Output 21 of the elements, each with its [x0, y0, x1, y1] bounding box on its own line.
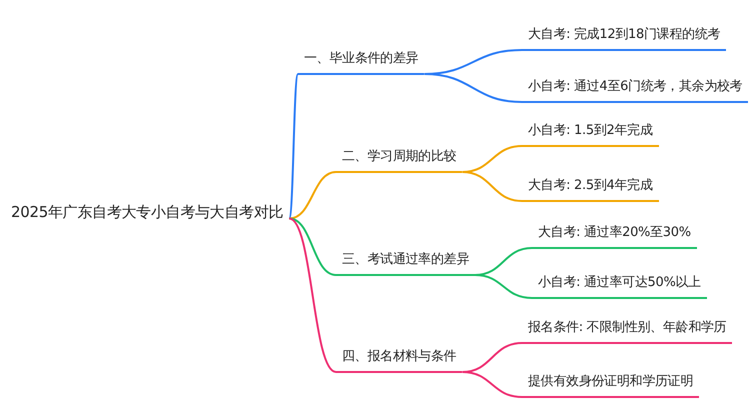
branch-line	[462, 371, 522, 398]
topic-label: 一、毕业条件的差异	[298, 46, 424, 75]
branch-line	[288, 218, 336, 373]
branch-line	[289, 171, 336, 220]
root-topic-label: 2025年广东自考大专小自考与大自考对比	[5, 199, 290, 226]
branch-line	[424, 73, 522, 103]
topic-label: 大自考: 通过率20%至30%	[532, 220, 697, 249]
topic-label: 四、报名材料与条件	[336, 344, 462, 373]
topic-label: 二、学习周期的比较	[336, 144, 462, 173]
topic-label: 小自考: 1.5到2年完成	[522, 118, 659, 147]
branch-line	[288, 218, 336, 276]
topic-label: 提供有效身份证明和学历证明	[522, 369, 700, 398]
topic-label: 三、考试通过率的差异	[336, 247, 476, 276]
topic-label: 报名条件: 不限制性别、年龄和学历	[522, 315, 732, 344]
topic-label: 大自考: 完成12到18门课程的统考	[522, 22, 726, 51]
branch-line	[474, 274, 532, 299]
topic-label: 大自考: 2.5到4年完成	[522, 173, 659, 202]
topic-label: 小自考: 通过4至6门统考，其余为校考	[522, 74, 748, 103]
topic-label: 小自考: 通过率可达50%以上	[532, 270, 707, 299]
branch-line	[462, 171, 522, 202]
branch-line	[288, 74, 299, 219]
